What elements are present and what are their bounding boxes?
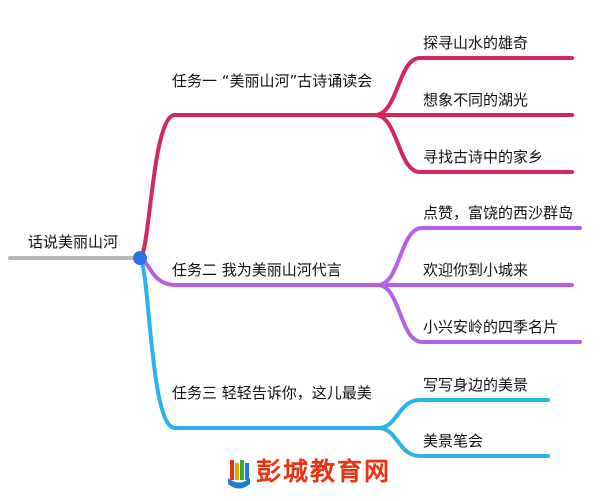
branch-2-child-3-label: 小兴安岭的四季名片 [423,318,559,336]
branch-1-child-1-connector [373,56,574,117]
branch-2-child-1-label: 点赞，富饶的西沙群岛 [423,204,574,222]
branch-3-child-2-label: 美景笔会 [423,432,484,450]
watermark-text: 彭城教育网 [256,457,392,486]
branch-2-child-3-connector [376,283,582,344]
root-node-dot [133,251,147,265]
branch-1-child-1-label: 探寻山水的雄奇 [423,34,529,52]
branch-1-child-3-label: 寻找古诗中的家乡 [423,148,544,166]
branch-3-child-1-connector [376,398,550,430]
branch-1-connector [138,113,377,260]
branch-1-child-2-label: 想象不同的湖光 [423,91,529,109]
branch-3-child-1-label: 写写身边的美景 [423,376,529,394]
watermark-logo-icon [228,460,250,489]
branch-2-child-2-label: 欢迎你到小城来 [423,261,529,279]
branch-3-label: 任务三 轻轻告诉你，这儿最美 [172,384,372,402]
branch-1-label: 任务一 “美丽山河”古诗诵读会 [172,72,373,90]
branch-3-child-2-connector [376,426,550,458]
branch-2-child-1-connector [376,226,582,287]
root-node-label: 话说美丽山河 [28,233,119,251]
branch-2-label: 任务二 我为美丽山河代言 [172,261,342,279]
branch-1-child-3-connector [373,113,574,174]
branch-3-connector [138,256,380,430]
